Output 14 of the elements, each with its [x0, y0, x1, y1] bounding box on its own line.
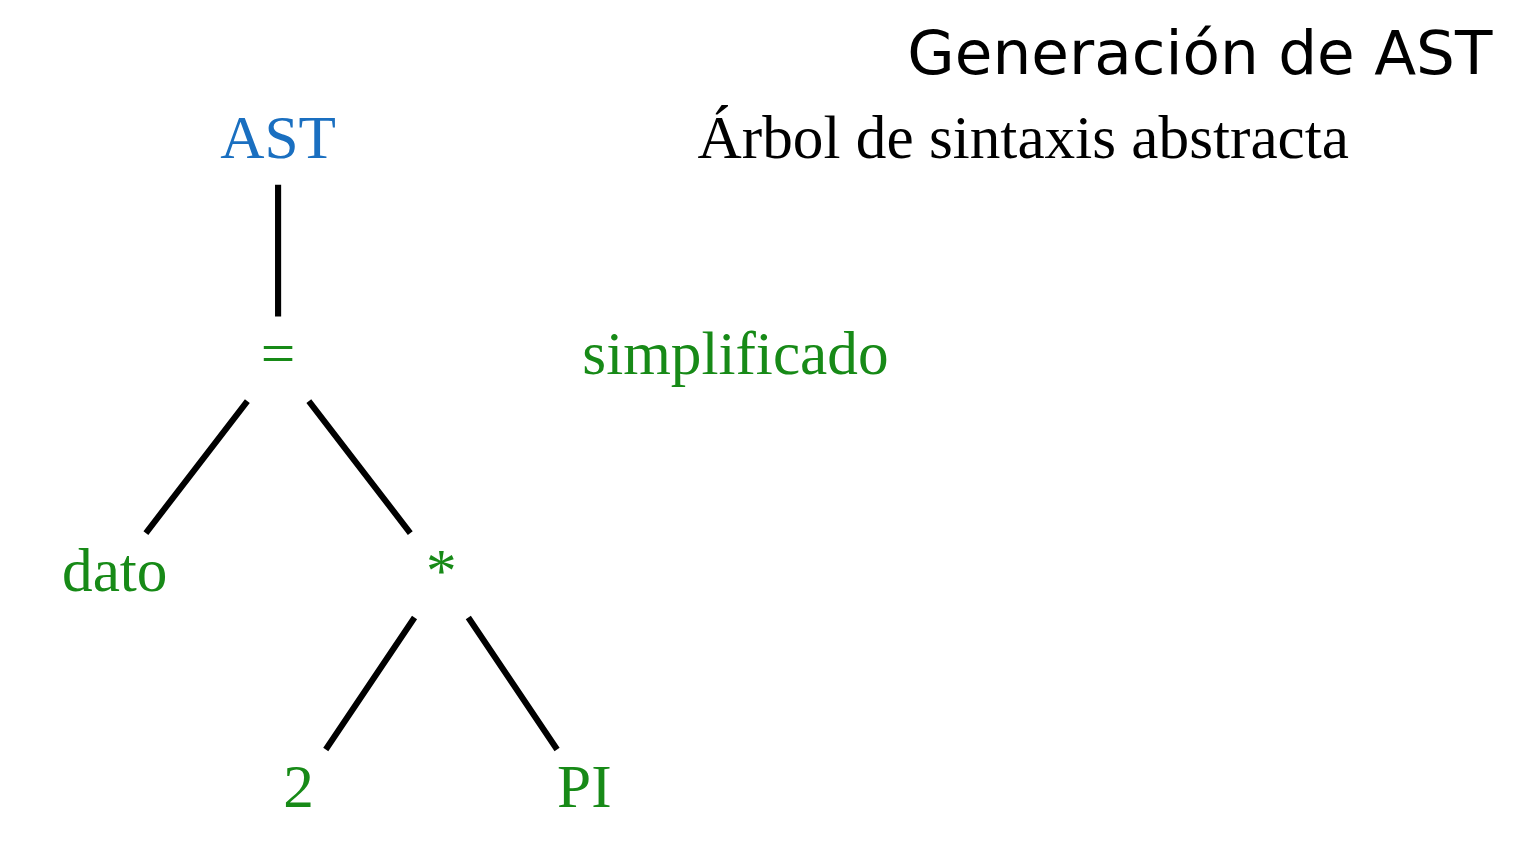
- connector: [274, 184, 281, 317]
- label: Árbol de sintaxis abstracta: [697, 102, 1349, 171]
- node-text: *: [425, 535, 457, 604]
- connector: [305, 398, 413, 535]
- node-text: dato: [61, 535, 167, 604]
- connector: [465, 615, 560, 751]
- node-text: 2: [282, 751, 314, 820]
- connector: [142, 398, 250, 535]
- node-text: AST: [219, 102, 336, 171]
- diagram-title: Generación de AST: [906, 16, 1492, 88]
- label: simplificado: [581, 318, 889, 387]
- node-text: PI: [556, 751, 612, 820]
- node-text: =: [260, 318, 295, 387]
- connector: [322, 615, 417, 751]
